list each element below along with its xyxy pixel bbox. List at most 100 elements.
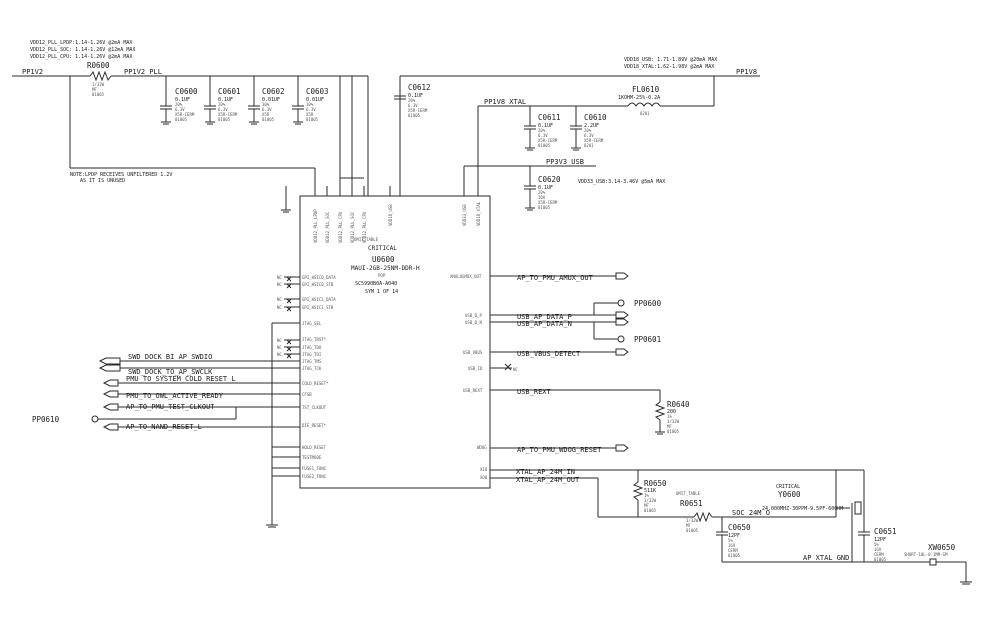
svg-text:1%: 1%: [667, 414, 672, 419]
svg-text:01005: 01005: [667, 429, 680, 434]
svg-text:16V: 16V: [874, 547, 882, 552]
note-vdd18-xtal: VDD18_XTAL:1.62-1.98V @2mA MAX: [624, 64, 714, 70]
svg-text:01005: 01005: [874, 557, 887, 562]
svg-text:NOTE:LPDP RECEIVES UNFILTERED: NOTE:LPDP RECEIVES UNFILTERED 1.2V: [70, 172, 172, 178]
svg-text:NC: NC: [277, 282, 282, 287]
svg-text:R0650: R0650: [644, 479, 667, 488]
svg-text:6.3V: 6.3V: [175, 107, 185, 112]
right-signal-nets: AP_TO_PMU_AMUX_OUT USB_AP_DATA_P USB_AP_…: [490, 272, 690, 454]
c0601-capacitor: C0601 0.1UF 20% 6.3V X5R-CERM 01005: [204, 76, 241, 125]
svg-text:GPI_HSIC0_STB: GPI_HSIC0_STB: [302, 282, 334, 287]
net-soc-24m-o: SOC_24M_O: [732, 509, 770, 517]
svg-text:X5R-CERM: X5R-CERM: [584, 138, 604, 143]
svg-text:JTAG_TRST*: JTAG_TRST*: [302, 337, 327, 342]
svg-text:0.1UF: 0.1UF: [218, 97, 233, 103]
svg-text:VDD12_PLL_SOC: VDD12_PLL_SOC: [325, 211, 330, 243]
c0611-capacitor: C0611 0.1UF 20% 6.3V X5R-CERM 01005: [524, 106, 561, 151]
svg-text:USB_VBUS: USB_VBUS: [463, 350, 483, 355]
svg-text:X5R: X5R: [262, 112, 270, 117]
net-ap-xtal-gnd: AP_XTAL_GND: [803, 554, 849, 562]
r0600-ref: R0600: [87, 61, 110, 70]
svg-text:12PF: 12PF: [728, 533, 740, 539]
svg-text:CFSB: CFSB: [302, 392, 312, 397]
net-pp1v2: PP1V2: [22, 68, 43, 76]
pp0600-label: PP0600: [634, 299, 662, 308]
net-xtal-in: XTAL_AP_24M_IN: [516, 468, 575, 476]
svg-text:20%: 20%: [584, 128, 592, 133]
svg-text:200: 200: [667, 409, 676, 415]
svg-text:0.1UF: 0.1UF: [408, 93, 423, 99]
note-vdd33-usb: VDD33_USB:3.14-3.46V @5mA MAX: [578, 179, 665, 185]
svg-text:1/32W: 1/32W: [644, 498, 657, 503]
svg-text:VDD18_USB: VDD18_USB: [388, 204, 393, 226]
net-usb-vbus-detect: USB_VBUS_DETECT: [517, 350, 581, 358]
svg-text:X5R-CERM: X5R-CERM: [218, 112, 238, 117]
svg-text:01005: 01005: [728, 553, 741, 558]
net-xtal-out: XTAL_AP_24M_OUT: [516, 476, 580, 484]
svg-text:USB_D_N: USB_D_N: [465, 320, 482, 325]
c0603-capacitor: C0603 0.01UF 10% 6.3V X5R 01005: [292, 76, 329, 125]
svg-text:POP: POP: [378, 273, 386, 278]
svg-text:NC: NC: [277, 352, 282, 357]
svg-text:6.3V: 6.3V: [538, 133, 548, 138]
svg-text:C0601: C0601: [218, 87, 241, 96]
net-pp1v8-xtal: PP1V8_XTAL: [484, 98, 526, 106]
svg-text:CRITICAL: CRITICAL: [776, 484, 800, 490]
svg-text:X5R-CERM: X5R-CERM: [538, 200, 558, 205]
net-amux-out: AP_TO_PMU_AMUX_OUT: [517, 274, 594, 282]
net-usb-rext: USB_REXT: [517, 388, 552, 396]
svg-text:0201: 0201: [640, 111, 650, 116]
svg-text:C0611: C0611: [538, 113, 561, 122]
svg-text:VDD12_PLL_CPU: VDD12_PLL_CPU: [362, 211, 367, 243]
net-usb-data-p: USB_AP_DATA_P: [517, 313, 572, 321]
svg-text:10V: 10V: [538, 195, 546, 200]
svg-text:C0650: C0650: [728, 523, 751, 532]
svg-text:XO0: XO0: [480, 475, 488, 480]
svg-text:VDD18_XTAL: VDD18_XTAL: [476, 201, 481, 226]
svg-text:01005: 01005: [218, 117, 231, 122]
svg-text:C0603: C0603: [306, 87, 329, 96]
svg-text:ANALOGMUX_OUT: ANALOGMUX_OUT: [450, 274, 482, 279]
svg-text:C0612: C0612: [408, 83, 431, 92]
svg-text:5%: 5%: [874, 542, 879, 547]
svg-text:VDD12_PLL_LPDP: VDD12_PLL_LPDP: [313, 209, 318, 243]
svg-text:FUSE2_FUNC: FUSE2_FUNC: [302, 474, 327, 479]
svg-text:01005: 01005: [538, 205, 551, 210]
svg-text:01005: 01005: [408, 113, 421, 118]
svg-text:XW0650: XW0650: [928, 543, 956, 552]
svg-text:10%: 10%: [306, 102, 314, 107]
note-vdd12-soc: VDD12_PLL_SOC: 1.14-1.26V @12mA MAX: [30, 47, 135, 53]
net-swd-swdio: SWD_DOCK_BI_AP_SWDIO: [128, 353, 212, 361]
net-swd-swclk: SWD_DOCK_TO_AP_SWCLK: [128, 368, 213, 376]
svg-text:16V: 16V: [728, 543, 736, 548]
svg-text:NC: NC: [277, 275, 282, 280]
crystal-section: XTAL_AP_24M_IN XTAL_AP_24M_OUT R0650 511…: [490, 468, 972, 585]
svg-text:WDOG: WDOG: [477, 445, 487, 450]
c0602-capacitor: C0602 0.01UF 10% 6.3V X5R 01005: [248, 76, 285, 125]
svg-text:2.2UF: 2.2UF: [584, 123, 599, 129]
r0600-resistor: R0600 1/32W MF 01005: [87, 61, 112, 97]
svg-text:GPI_HSIC1_DATA: GPI_HSIC1_DATA: [302, 297, 336, 302]
svg-text:6.3V: 6.3V: [408, 103, 418, 108]
svg-text:X5R-CERM: X5R-CERM: [408, 108, 428, 113]
hsic-nc-pins: NC NC NC NC NC NC NC: [277, 275, 300, 359]
svg-text:6.3V: 6.3V: [218, 107, 228, 112]
svg-text:20%: 20%: [175, 102, 183, 107]
svg-text:NC: NC: [277, 338, 282, 343]
c0612-capacitor: C0612 0.1UF 20% 6.3V X5R-CERM 01005: [394, 76, 431, 118]
svg-text:CERM: CERM: [874, 552, 884, 557]
svg-text:CERM: CERM: [728, 548, 738, 553]
svg-text:MAUI-2GB-25NM-DDR-H: MAUI-2GB-25NM-DDR-H: [351, 265, 420, 272]
svg-text:1/32W: 1/32W: [667, 419, 680, 424]
vdd18-notes: VDD18_USB: 1.71-1.89V @20mA MAX VDD18_XT…: [624, 57, 717, 70]
svg-text:JTAG_SEL: JTAG_SEL: [302, 321, 322, 326]
svg-text:1/32W: 1/32W: [686, 518, 699, 523]
svg-text:0.1UF: 0.1UF: [538, 123, 553, 129]
note-vdd12-lpdp: VDD12_PLL_LPDP:1.14-1.26V @2mA MAX: [30, 40, 132, 46]
svg-text:C0620: C0620: [538, 175, 561, 184]
c0600-capacitor: C0600 0.1UF 20% 6.3V X5R-CERM 01005: [160, 76, 198, 125]
u0600-ref: U0600: [372, 255, 395, 264]
svg-text:SC5990B0A-A040: SC5990B0A-A040: [355, 281, 397, 287]
svg-text:TST_CLKOUT: TST_CLKOUT: [302, 405, 327, 410]
